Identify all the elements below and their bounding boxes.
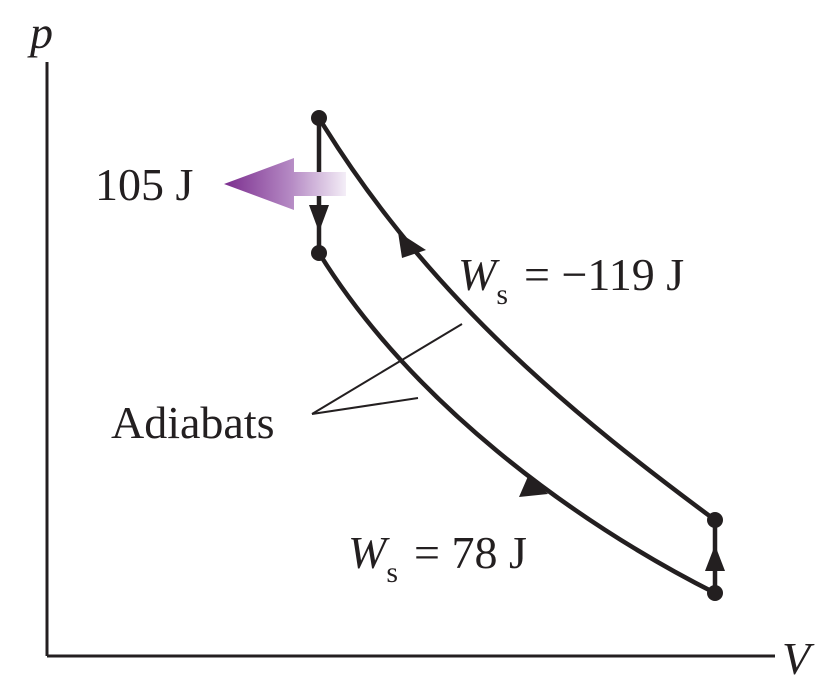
work-lower-value: = 78 J [414, 527, 527, 578]
work-lower-subscript: s [386, 556, 398, 589]
work-upper-subscript: s [496, 278, 508, 311]
x-axis-label: V [782, 633, 815, 684]
adiabat-leader-upper [311, 323, 463, 415]
state-point-upper-right [707, 512, 723, 528]
work-lower-label: Ws = 78 J [348, 527, 527, 589]
lower-adiabat-curve [317, 251, 717, 596]
work-upper-value: = −119 J [524, 249, 684, 300]
down-arrowhead [309, 205, 329, 232]
work-lower-symbol: W [348, 527, 390, 578]
state-point-mid-left [311, 245, 327, 261]
y-axis-label: p [27, 7, 53, 58]
state-point-top-left [311, 110, 327, 126]
upper-adiabat-curve [317, 116, 717, 522]
work-upper-symbol: W [458, 249, 500, 300]
heat-label: 105 J [95, 159, 193, 210]
up-arrowhead [705, 545, 725, 571]
work-upper-label: Ws = −119 J [458, 249, 684, 311]
state-point-lower-right [707, 585, 723, 601]
heat-out-arrow [224, 158, 346, 210]
upper-curve-arrowhead [398, 232, 426, 258]
adiabats-label: Adiabats [111, 397, 275, 448]
adiabat-leader-lower [311, 397, 419, 415]
lower-curve-arrowhead [519, 474, 548, 497]
